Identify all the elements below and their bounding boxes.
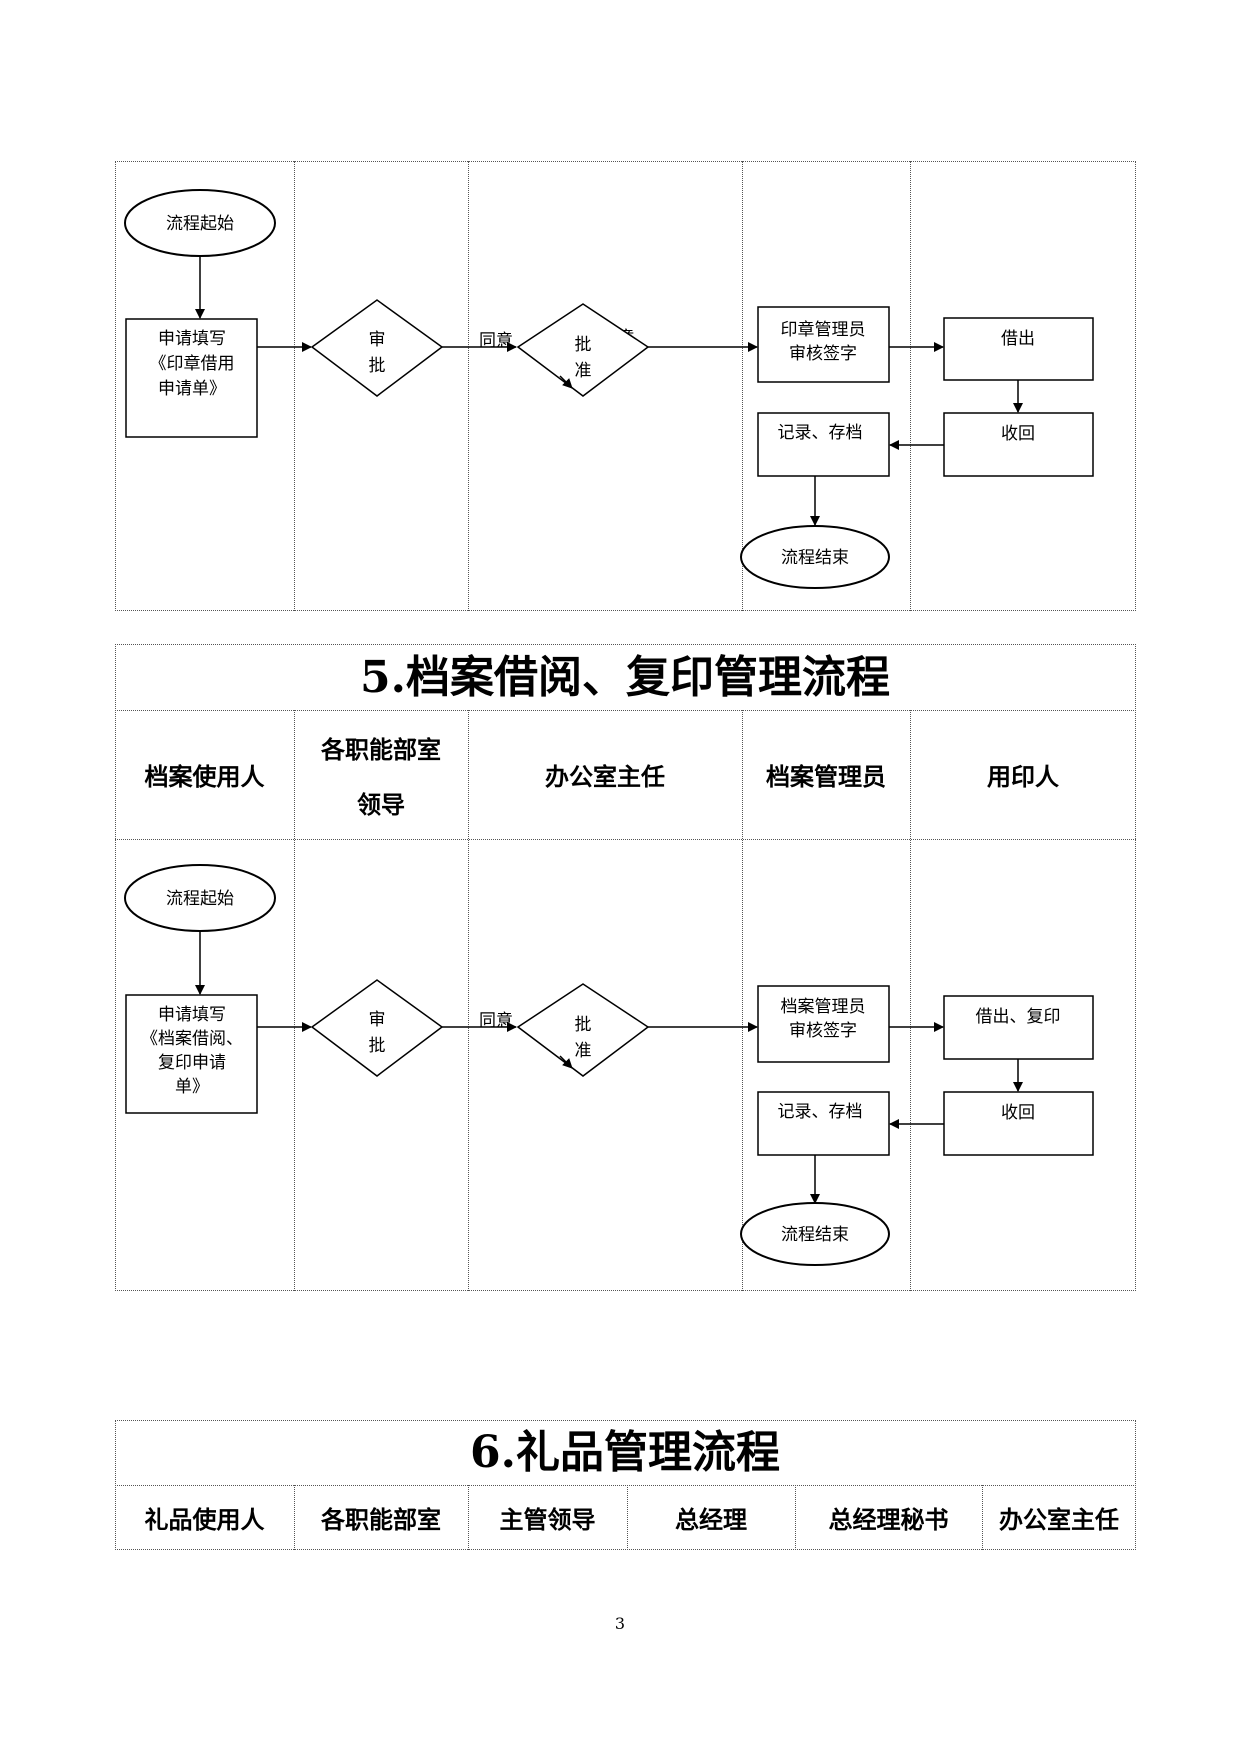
- lend-label: 借出: [1001, 329, 1035, 349]
- lend-copy-label: 借出、复印: [976, 1007, 1061, 1027]
- lane-header-archive-user: 档案使用人: [115, 710, 294, 839]
- title-row-divider: [115, 710, 1136, 711]
- apply-form-box: [125, 994, 258, 1114]
- lane-header-office-director: 办公室主任: [468, 710, 742, 839]
- lane-header-label: 办公室主任: [999, 1506, 1119, 1534]
- lane-header-label: 领导: [357, 790, 405, 819]
- lend-box: [943, 317, 1094, 381]
- manager-review-box: [757, 985, 890, 1063]
- lane-divider: [627, 1485, 628, 1550]
- flow-table-5: [115, 644, 1136, 1291]
- manager-label-1: 档案管理员: [781, 997, 866, 1017]
- lane-header-gift-user: 礼品使用人: [115, 1485, 294, 1550]
- manager-label-2: 审核签字: [789, 344, 857, 364]
- review-label-clipped: 批: [369, 356, 386, 376]
- end-node: [740, 1202, 890, 1266]
- lane-divider: [910, 710, 911, 1291]
- lane-header-label: 礼品使用人: [144, 1506, 265, 1534]
- end-label: 流程结束: [781, 1225, 849, 1245]
- recover-box: [943, 1091, 1094, 1156]
- manager-label-1: 印章管理员: [781, 320, 866, 340]
- section-5-title-text: 档案借阅、复印管理流程: [405, 652, 890, 703]
- section-6-title: 6.礼品管理流程: [115, 1428, 1135, 1478]
- apply-form-box: [125, 318, 258, 438]
- section-5-number: 5.: [360, 652, 406, 703]
- review-label: 审: [369, 330, 386, 350]
- lane-header-label: 办公室主任: [545, 763, 665, 791]
- lane-header-label: 主管领导: [499, 1506, 596, 1534]
- lane-header-gm-secretary: 总经理秘书: [795, 1485, 982, 1550]
- lane-header-label: 档案使用人: [144, 763, 265, 791]
- lane-header-archive-manager: 档案管理员: [742, 710, 910, 839]
- lane-header-seal-user: 用印人: [910, 710, 1136, 839]
- lane-header-label: 各职能部室: [321, 1506, 441, 1534]
- title-row-divider: [115, 1485, 1136, 1486]
- approve-label: 批: [575, 1015, 592, 1035]
- lend-copy-box: [943, 995, 1094, 1060]
- lane-divider: [468, 710, 469, 1291]
- lane-header-label: 用印人: [987, 763, 1059, 791]
- lane-divider: [294, 710, 295, 1291]
- approve-label-clipped: 准: [575, 361, 592, 381]
- flow-table-1: [115, 161, 1136, 611]
- archive-box: [757, 412, 890, 477]
- lane-divider: [294, 1485, 295, 1550]
- lane-header-office-director: 办公室主任: [982, 1485, 1136, 1550]
- lane-header-label: 总经理: [675, 1506, 747, 1534]
- lane-header-label: 各职能部室: [321, 735, 441, 764]
- apply-label-2: 《印章借用: [150, 354, 235, 374]
- apply-label-3: 复印申请: [158, 1053, 226, 1073]
- flowchart-1: 流程起始 申请填写 《印章借用 申请单》 审 批 同意 意 批 准 印章管理员 …: [124, 189, 1094, 589]
- recover-box: [943, 412, 1094, 477]
- section-5-title: 5.档案借阅、复印管理流程: [115, 653, 1135, 703]
- start-label: 流程起始: [166, 214, 234, 234]
- lane-header-dept: 各职能部室: [294, 1485, 468, 1550]
- lane-divider: [742, 161, 743, 611]
- apply-label-1: 申请填写: [158, 329, 226, 349]
- agree-label: 同意: [479, 1011, 513, 1031]
- recover-label: 收回: [1001, 1103, 1035, 1123]
- manager-review-box: [757, 306, 890, 383]
- lane-divider: [468, 161, 469, 611]
- end-node: [740, 525, 890, 589]
- manager-label-2: 审核签字: [789, 1021, 857, 1041]
- apply-label-2: 《档案借阅、: [141, 1029, 243, 1049]
- end-label: 流程结束: [781, 548, 849, 568]
- approve-label: 批: [575, 335, 592, 355]
- archive-label: 记录、存档: [778, 1102, 863, 1122]
- lane-divider: [294, 161, 295, 611]
- archive-label: 记录、存档: [778, 423, 863, 443]
- lane-divider: [742, 710, 743, 1291]
- lane-divider: [982, 1485, 983, 1550]
- recover-label: 收回: [1001, 424, 1035, 444]
- section-6-number: 6.: [470, 1427, 516, 1478]
- section-6-title-text: 礼品管理流程: [515, 1427, 780, 1478]
- lane-divider: [468, 1485, 469, 1550]
- page-number: 3: [614, 1614, 626, 1633]
- lane-header-label: 总经理秘书: [828, 1506, 949, 1534]
- lane-header-label: 档案管理员: [766, 763, 886, 791]
- review-label: 审: [369, 1010, 386, 1030]
- lane-header-dept-leader: 各职能部室 领导: [294, 710, 468, 839]
- lane-header-supervisor: 主管领导: [468, 1485, 627, 1550]
- archive-box: [757, 1091, 890, 1156]
- lane-header-general-manager: 总经理: [627, 1485, 795, 1550]
- apply-label-3: 申请单》: [158, 379, 226, 399]
- lane-divider: [910, 161, 911, 611]
- header-row-divider: [115, 839, 1136, 840]
- review-label-clipped: 批: [369, 1036, 386, 1056]
- agree-label: 同意: [479, 331, 513, 351]
- apply-label-1: 申请填写: [158, 1005, 226, 1025]
- approve-label-clipped: 准: [575, 1041, 592, 1061]
- start-label: 流程起始: [166, 889, 234, 909]
- lane-divider: [795, 1485, 796, 1550]
- apply-label-4: 单》: [175, 1077, 209, 1097]
- flowchart-5: 流程起始 申请填写 《档案借阅、 复印申请 单》 审 批 同意 批 准 档案管理…: [124, 864, 1094, 1266]
